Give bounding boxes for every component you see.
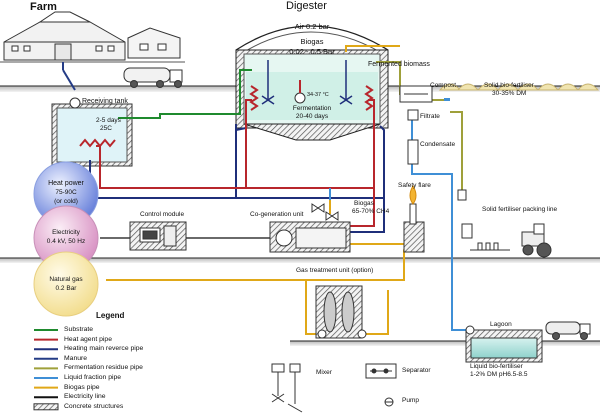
- separator-unit-icon: [399, 85, 433, 165]
- control-module-label: Control module: [140, 211, 185, 218]
- electricity-line1: Electricity: [52, 229, 80, 236]
- separator-symbol-icon: [365, 363, 397, 379]
- pump-symbol-icon: [384, 397, 394, 407]
- digester-title: Digester: [286, 0, 327, 12]
- biogas-ch4-line2: 65-70% CH4: [352, 208, 390, 215]
- heat-agent-pipes: [96, 99, 375, 227]
- fermentation-label: Fermentation: [292, 105, 332, 112]
- fermentation-days: 20-40 days: [295, 113, 329, 120]
- receiving-tank-label: Receiving tank: [82, 98, 128, 105]
- heat-power-line3: (or cold): [54, 198, 78, 205]
- lagoon-truck-icon: [545, 321, 591, 340]
- digester-mixer-left-icon: [261, 60, 275, 105]
- pump-symbol-label: Pump: [402, 397, 419, 404]
- compost-heaps-icon: [438, 83, 600, 101]
- liquid-biofertiliser-line1: Liquid bio-fertiliser: [470, 363, 523, 370]
- natural-gas-circle: [33, 251, 99, 317]
- compost-label: Compost: [430, 82, 457, 89]
- solid-biofertiliser-line2: 30-35% DM: [492, 90, 527, 97]
- legend-item-label: Fermentation residue pipe: [64, 364, 143, 372]
- mixer-symbol-label: Mixer: [316, 369, 332, 376]
- farm-title: Farm: [30, 1, 57, 13]
- legend-item-label: Electricity line: [64, 393, 106, 401]
- legend-item-label: Heat agent pipe: [64, 335, 112, 343]
- air-pressure-label: Air 0.2 bar: [294, 22, 330, 31]
- liquid-biofertiliser-line2: 1-2% DM pH6.5-8.5: [470, 371, 528, 378]
- digester-biogas-label: Biogas: [300, 37, 324, 46]
- lagoon-label: Lagoon: [490, 321, 512, 328]
- tractor-icon: [521, 223, 552, 258]
- receiving-tank-time: 2-5 days: [96, 117, 121, 124]
- substrate-pipes: [118, 69, 252, 119]
- heat-power-line1: Heat power: [48, 180, 84, 187]
- heat-power-line2: 75-90C: [55, 189, 77, 196]
- solid-biofertiliser-line1: Solid bio-fertiliser: [484, 82, 534, 89]
- digester-tank: [235, 25, 389, 141]
- legend-item-label: Biogas pipe: [64, 383, 100, 391]
- filtrate-label: Filtrate: [420, 113, 440, 120]
- mixer-symbol-icon: [271, 363, 303, 413]
- legend-item-label: Substrate: [64, 326, 94, 333]
- safety-flare-icon: [403, 185, 425, 253]
- legend-title: Legend: [96, 311, 125, 320]
- fermented-biomass-label: Fermented biomass: [368, 61, 430, 68]
- digester-temp-label: 34-37 °C: [307, 92, 329, 98]
- tanker-truck-icon: [123, 67, 183, 88]
- heating-coil-icon: [79, 85, 374, 148]
- natural-gas-line2: 0.2 Bar: [55, 285, 77, 292]
- condensate-label: Condensate: [420, 141, 456, 148]
- cogeneration-valves-icon: [311, 203, 339, 221]
- farm-buildings-icon: [0, 11, 185, 91]
- electricity-line2: 0.4 kV, 50 Hz: [46, 238, 86, 245]
- separator-symbol-label: Separator: [402, 367, 431, 374]
- lagoon: [465, 325, 543, 363]
- legend-item-label: Concrete structures: [64, 402, 124, 410]
- receiving-tank-temp: 25C: [100, 125, 112, 132]
- biogas-ch4-line1: Biogas: [354, 200, 374, 207]
- cogeneration-label: Co-generation unit: [250, 211, 304, 218]
- digester-biogas-pressure: 0.02 - 0.5 Bar: [289, 47, 335, 56]
- legend-item-label: Liquid fraction pipe: [64, 374, 122, 381]
- heating-reverse-pipes: [89, 124, 385, 233]
- control-module-icon: [129, 221, 187, 251]
- packing-line-icon: [457, 189, 510, 251]
- receiving-tank: [51, 97, 133, 167]
- packing-line-label: Solid fertiliser packing line: [482, 206, 558, 213]
- gas-treatment-unit: [315, 285, 367, 339]
- safety-flare-label: Safety flare: [398, 182, 431, 189]
- legend-swatches: [33, 329, 59, 411]
- legend-item-label: Manure: [64, 354, 88, 362]
- digester-mixer-right-icon: [339, 60, 353, 105]
- gas-treatment-label: Gas treatment unit (option): [296, 267, 374, 274]
- legend-item-label: Heating main reverce pipe: [64, 345, 144, 353]
- legend-swatch-hatch: [33, 403, 59, 411]
- natural-gas-line1: Natural gas: [49, 276, 83, 283]
- cogeneration-unit: [269, 221, 351, 253]
